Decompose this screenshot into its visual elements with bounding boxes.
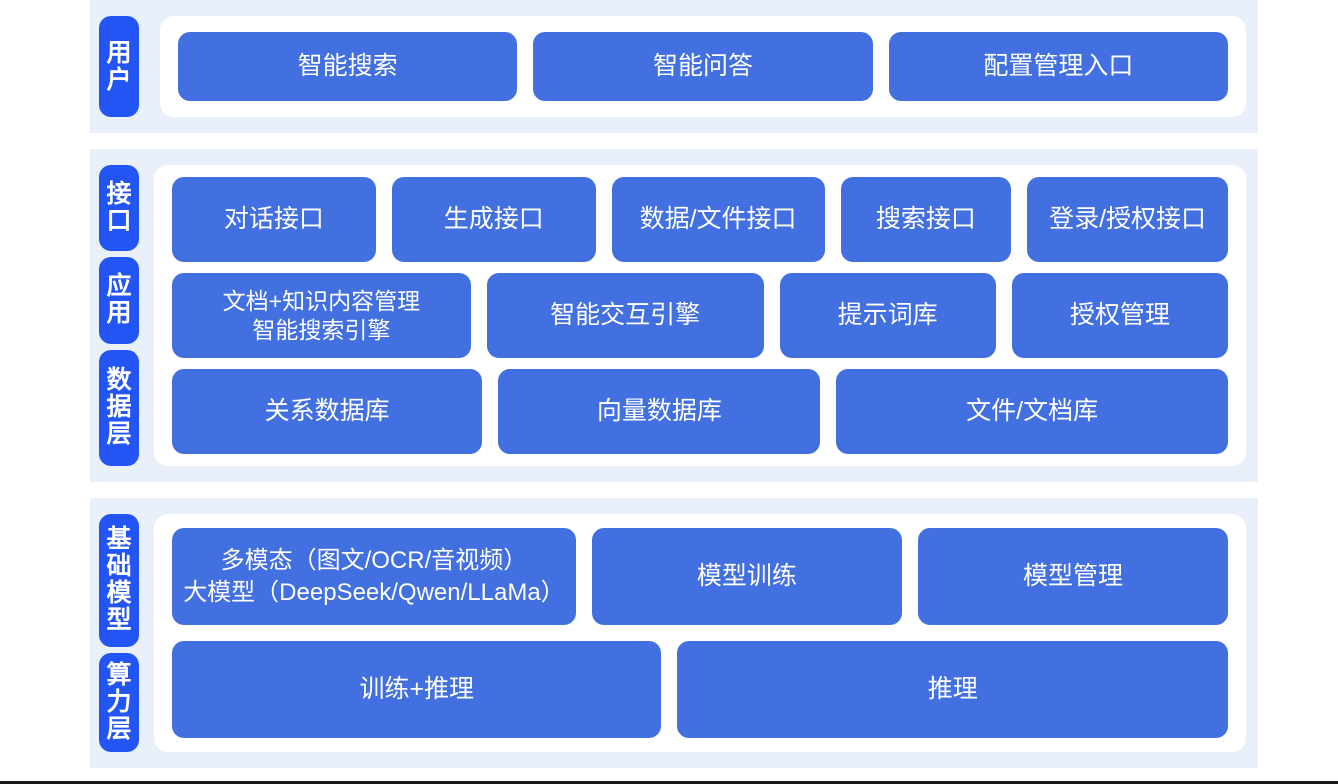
layer-tab-data-char-0: 数 [106,366,132,395]
box-search-api[interactable]: 搜索接口 [840,177,1012,262]
row-data: 关系数据库 向量数据库 文件/文档库 [172,369,1228,454]
box-prompt-library[interactable]: 提示词库 [779,273,996,358]
layer-tab-user-char-0: 用 [106,38,132,67]
box-data-file-api[interactable]: 数据/文件接口 [611,177,825,262]
box-authorization-management[interactable]: 授权管理 [1011,273,1228,358]
layer-tab-user-char-1: 户 [106,65,132,94]
layer-tab-compute[interactable]: 算 力 层 [99,652,139,752]
card-user: 智能搜索 智能问答 配置管理入口 [160,16,1246,117]
layer-tab-interface[interactable]: 接 口 [99,165,139,252]
layer-tab-foundation-model[interactable]: 基 础 模 型 [99,514,139,647]
box-multimodal-large-model[interactable]: 多模态（图文/OCR/音视频） 大模型（DeepSeek/Qwen/LLaMa） [172,528,576,625]
section-base: 基 础 模 型 算 力 层 多模态（图文/OCR/音视频） 大模型（DeepSe… [90,498,1258,768]
box-smart-interaction-engine[interactable]: 智能交互引擎 [486,273,764,358]
box-doc-knowledge-content-management[interactable]: 文档+知识内容管理 智能搜索引擎 [172,273,471,358]
box-model-training[interactable]: 模型训练 [591,528,902,625]
box-file-document-store[interactable]: 文件/文档库 [836,369,1228,454]
section-middle: 接 口 应 用 数 据 层 对话接口 生成接口 数据/文件接口 搜索接口 登 [90,149,1258,482]
layer-tab-foundation-model-char-0: 基 [106,525,132,554]
rail-base: 基 础 模 型 算 力 层 [90,498,148,768]
row-application: 文档+知识内容管理 智能搜索引擎 智能交互引擎 提示词库 授权管理 [172,273,1228,358]
layer-tab-interface-char-1: 口 [106,207,132,236]
box-training-plus-inference[interactable]: 训练+推理 [172,641,662,738]
box-config-management-entry[interactable]: 配置管理入口 [888,32,1228,101]
layer-tab-compute-char-0: 算 [106,660,132,689]
layer-tab-data-char-1: 据 [106,393,132,422]
rail-user: 用 户 [90,0,148,133]
layer-tab-application-char-1: 用 [106,299,132,328]
box-model-management[interactable]: 模型管理 [917,528,1228,625]
box-relational-database[interactable]: 关系数据库 [172,369,483,454]
bottom-rule [0,781,1338,784]
box-vector-database[interactable]: 向量数据库 [498,369,821,454]
layer-tab-interface-char-0: 接 [106,180,132,209]
card-middle: 对话接口 生成接口 数据/文件接口 搜索接口 登录/授权接口 文档+知识内容管理… [154,165,1246,466]
layer-tab-compute-char-2: 层 [106,714,132,743]
layer-tab-application[interactable]: 应 用 [99,257,139,344]
rail-middle: 接 口 应 用 数 据 层 [90,149,148,482]
layer-tab-foundation-model-char-1: 础 [106,552,132,581]
layer-tab-data[interactable]: 数 据 层 [99,349,139,466]
box-inference[interactable]: 推理 [677,641,1228,738]
box-generation-api[interactable]: 生成接口 [391,177,596,262]
row-compute: 训练+推理 推理 [172,641,1228,738]
row-foundation-model: 多模态（图文/OCR/音视频） 大模型（DeepSeek/Qwen/LLaMa）… [172,528,1228,625]
box-login-auth-api[interactable]: 登录/授权接口 [1027,177,1228,262]
layer-tab-application-char-0: 应 [106,272,132,301]
box-dialog-api[interactable]: 对话接口 [172,177,376,262]
card-base: 多模态（图文/OCR/音视频） 大模型（DeepSeek/Qwen/LLaMa）… [154,514,1246,752]
layer-tab-data-char-2: 层 [106,420,132,449]
box-smart-qa[interactable]: 智能问答 [533,32,873,101]
layer-tab-foundation-model-char-3: 型 [106,606,132,635]
layer-tab-compute-char-1: 力 [106,687,132,716]
row-user-entries: 智能搜索 智能问答 配置管理入口 [178,32,1228,101]
layer-tab-user[interactable]: 用 户 [99,16,139,117]
box-smart-search[interactable]: 智能搜索 [178,32,518,101]
section-user: 用 户 智能搜索 智能问答 配置管理入口 [90,0,1258,133]
row-interface: 对话接口 生成接口 数据/文件接口 搜索接口 登录/授权接口 [172,177,1228,262]
layer-tab-foundation-model-char-2: 模 [106,579,132,608]
